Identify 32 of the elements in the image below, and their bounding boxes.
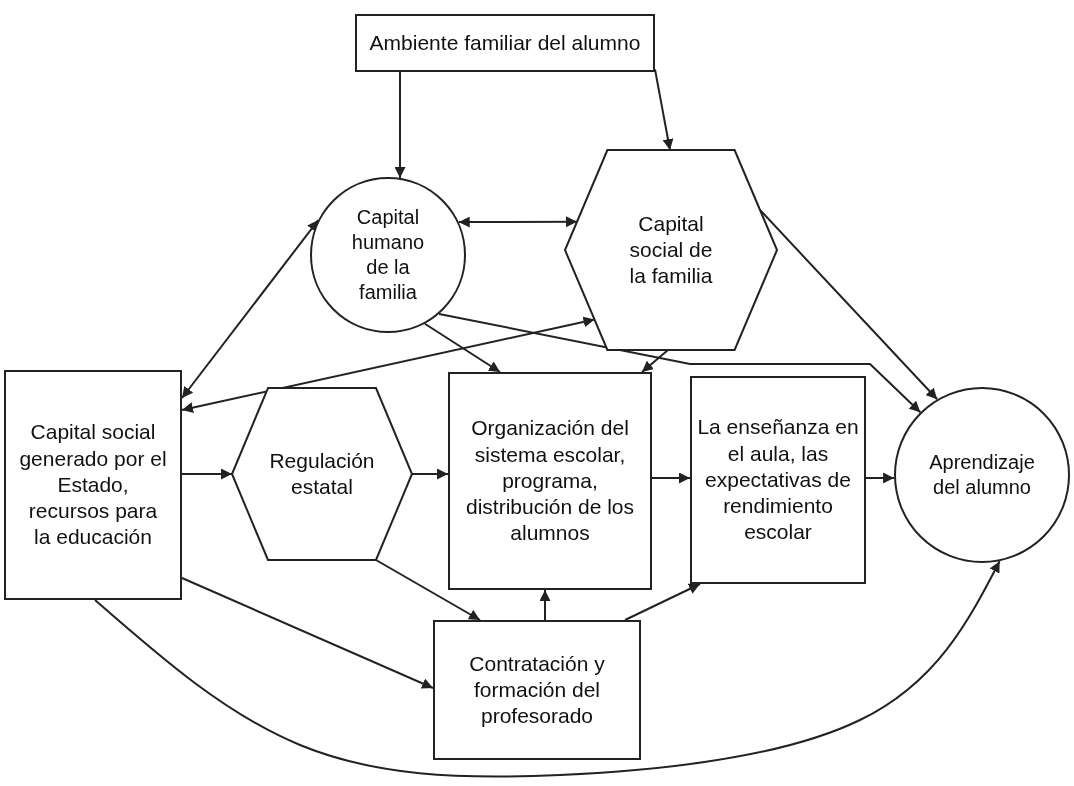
arrow [641,349,669,373]
hexagon-node [232,388,412,560]
process-box [448,372,652,590]
arrow [394,71,406,179]
arrow [539,589,551,621]
arrow [651,472,691,484]
node-label: Ambiente familiar del alumno [369,29,641,56]
arrow [181,577,434,689]
arrow [865,472,896,484]
process-box [4,370,182,600]
arrow [375,559,481,621]
node-label: Capital social de la familia [628,210,714,290]
arrow [181,468,233,480]
arrow [438,312,922,414]
arrow [94,560,1001,778]
arrow [423,322,501,373]
process-box [355,14,655,72]
node-label: Organización del sistema escolar, programa, distribución de los alumnos [464,415,636,547]
arrow [181,219,320,399]
process-box [433,620,641,760]
node-label: Contratación y formación del profesorado [468,650,606,730]
arrow [457,216,578,228]
hexagon-node [565,150,777,350]
node-label: Capital social generado por el Estado, recursos para la educación [18,419,168,551]
arrow [624,583,701,621]
node-label: La enseñanza en el aula, las expectativas de rendimiento escolar [696,414,860,546]
arrow [411,468,449,480]
node-label: Aprendizaje del alumno [928,450,1036,500]
node-label: Capital humano de la familia [350,205,426,305]
node-label: Regulación estatal [268,447,376,500]
arrow [181,316,596,413]
process-box [690,376,866,584]
